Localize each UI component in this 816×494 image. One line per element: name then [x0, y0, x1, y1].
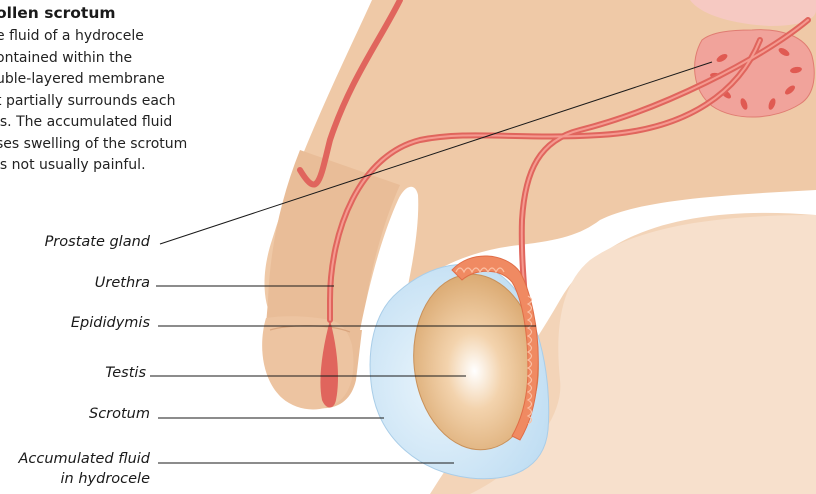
label-prostate-gland: Prostate gland: [45, 233, 150, 251]
label-epididymis: Epididymis: [71, 314, 150, 332]
label-testis: Testis: [105, 364, 146, 382]
caption-line: e fluid of a hydrocele: [0, 26, 234, 48]
label-accumulated-fluid-line2: in hydrocele: [19, 469, 151, 489]
heading: ollen scrotum: [0, 3, 116, 23]
caption-line: t partially surrounds each: [0, 91, 234, 113]
caption-line: is not usually painful.: [0, 155, 234, 177]
label-accumulated-fluid-line1: Accumulated fluid: [19, 449, 151, 469]
label-scrotum: Scrotum: [89, 405, 150, 423]
caption-line: is. The accumulated fluid: [0, 112, 234, 134]
label-urethra: Urethra: [95, 274, 150, 292]
caption-line: uble-layered membrane: [0, 69, 234, 91]
caption: e fluid of a hydrocele ontained within t…: [0, 26, 234, 177]
caption-line: ontained within the: [0, 48, 234, 70]
caption-line: ses swelling of the scrotum: [0, 134, 234, 156]
glans: [262, 316, 353, 409]
label-accumulated-fluid: Accumulated fluid in hydrocele: [19, 449, 151, 489]
